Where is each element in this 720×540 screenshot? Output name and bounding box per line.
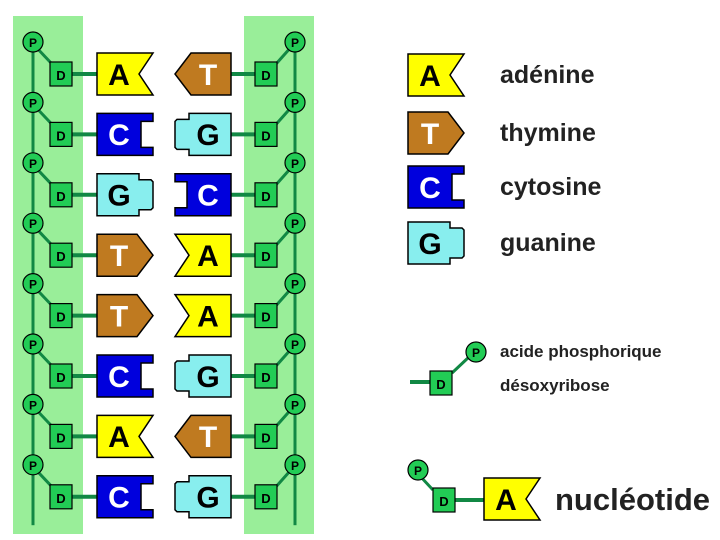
left-phosphate-letter: P <box>29 398 37 412</box>
right-base-G-letter: G <box>196 119 219 152</box>
left-base-G: G <box>97 174 153 216</box>
left-base-T: T <box>97 234 153 276</box>
left-sugar-letter: D <box>56 68 65 83</box>
legend-base-name: guanine <box>500 229 596 257</box>
left-sugar-letter: D <box>56 491 65 506</box>
right-phosphate-letter: P <box>291 459 299 473</box>
right-base-A: A <box>175 234 231 276</box>
right-sugar-letter: D <box>261 491 270 506</box>
right-base-C-letter: C <box>197 180 219 213</box>
right-base-G: G <box>175 113 231 155</box>
left-base-C-letter: C <box>108 119 130 152</box>
left-base-T-letter: T <box>110 300 128 333</box>
left-sugar-letter: D <box>56 430 65 445</box>
left-phosphate-letter: P <box>29 338 37 352</box>
left-sugar-letter: D <box>56 370 65 385</box>
legend-phosphate-letter: P <box>472 346 480 360</box>
right-sugar-letter: D <box>261 370 270 385</box>
right-base-T-letter: T <box>199 59 217 92</box>
legend-base-G-letter: G <box>418 228 441 261</box>
left-base-G-letter: G <box>107 180 130 213</box>
right-sugar-letter: D <box>261 430 270 445</box>
left-phosphate-letter: P <box>29 36 37 50</box>
right-base-G: G <box>175 476 231 518</box>
left-base-T: T <box>97 295 153 337</box>
left-base-A-letter: A <box>108 59 130 92</box>
right-base-A-letter: A <box>197 300 219 333</box>
right-phosphate-letter: P <box>291 278 299 292</box>
left-base-A-letter: A <box>108 421 130 454</box>
right-base-T: T <box>175 415 231 457</box>
left-base-A: A <box>97 53 153 95</box>
legend-base-G: G <box>408 222 464 264</box>
left-sugar-letter: D <box>56 128 65 143</box>
legend-phosphate-link <box>452 356 470 373</box>
left-phosphate-letter: P <box>29 459 37 473</box>
right-phosphate-letter: P <box>291 36 299 50</box>
legend-base-A: A <box>408 54 464 96</box>
right-phosphate-letter: P <box>291 398 299 412</box>
nucleotide-base-A-letter: A <box>495 484 517 517</box>
nucleotide-label: nucléotide <box>555 482 710 517</box>
left-phosphate-letter: P <box>29 96 37 110</box>
legend-phosphate-label: acide phosphorique <box>500 342 662 361</box>
legend-sugar-label: désoxyribose <box>500 376 610 395</box>
nucleotide-phosphate-letter: P <box>414 464 422 478</box>
left-phosphate-letter: P <box>29 278 37 292</box>
left-phosphate-letter: P <box>29 157 37 171</box>
right-base-A: A <box>175 295 231 337</box>
left-base-C-letter: C <box>108 482 130 515</box>
right-phosphate-letter: P <box>291 217 299 231</box>
left-base-C: C <box>97 355 153 397</box>
legend-base-name: thymine <box>500 119 596 147</box>
right-base-G-letter: G <box>196 361 219 394</box>
legend-base-C-letter: C <box>419 172 441 205</box>
left-base-C: C <box>97 476 153 518</box>
right-sugar-letter: D <box>261 68 270 83</box>
left-sugar-letter: D <box>56 189 65 204</box>
legend-phosphate-sugar: D P acide phosphorique désoxyribose <box>410 342 662 395</box>
right-phosphate-letter: P <box>291 338 299 352</box>
right-sugar-letter: D <box>261 128 270 143</box>
legend-base-T-letter: T <box>421 118 439 151</box>
left-base-A: A <box>97 415 153 457</box>
right-base-G: G <box>175 355 231 397</box>
legend-base-name: cytosine <box>500 173 602 201</box>
left-base-C-letter: C <box>108 361 130 394</box>
legend-base-name: adénine <box>500 61 595 89</box>
legend-nucleotide: P D A nucléotide <box>408 460 710 520</box>
left-sugar-letter: D <box>56 249 65 264</box>
left-base-T-letter: T <box>110 240 128 273</box>
nucleotide-sugar-letter: D <box>439 494 448 509</box>
right-sugar-letter: D <box>261 249 270 264</box>
right-base-C: C <box>175 174 231 216</box>
left-backbone-band <box>13 16 83 534</box>
legend-bases: AadénineTthymineCcytosineGguanine <box>408 54 602 264</box>
right-phosphate-letter: P <box>291 157 299 171</box>
left-base-C: C <box>97 113 153 155</box>
legend-base-A-letter: A <box>419 60 441 93</box>
right-sugar-letter: D <box>261 310 270 325</box>
left-phosphate-letter: P <box>29 217 37 231</box>
legend-sugar-letter: D <box>436 377 445 392</box>
right-sugar-letter: D <box>261 189 270 204</box>
right-base-G-letter: G <box>196 482 219 515</box>
right-base-T: T <box>175 53 231 95</box>
nucleotide-base: A <box>484 478 540 520</box>
right-backbone-band <box>244 16 314 534</box>
nucleotide-base-A: A <box>484 478 540 520</box>
right-base-A-letter: A <box>197 240 219 273</box>
right-base-T-letter: T <box>199 421 217 454</box>
right-phosphate-letter: P <box>291 96 299 110</box>
legend-base-T: T <box>408 112 464 154</box>
left-sugar-letter: D <box>56 310 65 325</box>
legend-base-C: C <box>408 166 464 208</box>
